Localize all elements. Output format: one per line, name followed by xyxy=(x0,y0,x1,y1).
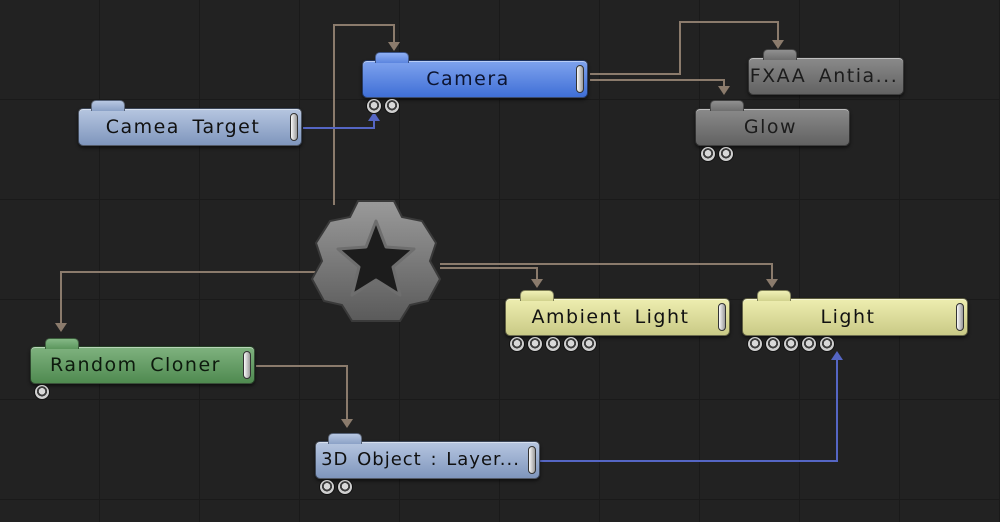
node-grip-handle[interactable] xyxy=(576,65,584,93)
input-port[interactable] xyxy=(563,336,579,352)
node-tab xyxy=(45,338,79,349)
camera-node[interactable]: Camera xyxy=(362,52,588,98)
glow-ports xyxy=(700,146,734,164)
input-port[interactable] xyxy=(34,384,50,400)
ambient-light-node[interactable]: Ambient Light xyxy=(505,290,730,336)
light-node[interactable]: Light xyxy=(742,290,968,336)
node-tab xyxy=(710,100,744,111)
node-grip-handle[interactable] xyxy=(290,113,298,141)
input-port[interactable] xyxy=(783,336,799,352)
object-layer-node[interactable]: 3D Object : Layer... xyxy=(315,433,540,479)
glow-node[interactable]: Glow xyxy=(695,100,850,146)
arrow-fxaa xyxy=(772,40,784,49)
input-port[interactable] xyxy=(509,336,525,352)
random-cloner-ports xyxy=(34,384,50,402)
arrow-ambient xyxy=(531,279,543,288)
ambient-light-ports xyxy=(509,336,597,354)
light-ports xyxy=(747,336,835,354)
camera-ports xyxy=(366,98,400,116)
node-label: Camera xyxy=(426,68,510,90)
input-port[interactable] xyxy=(819,336,835,352)
input-port[interactable] xyxy=(718,146,734,162)
node-grip-handle[interactable] xyxy=(243,351,251,379)
wire-root-to-ambient xyxy=(440,267,538,280)
node-tab xyxy=(328,433,362,444)
input-port[interactable] xyxy=(384,98,400,114)
input-port[interactable] xyxy=(747,336,763,352)
node-label: Ambient Light xyxy=(531,306,690,328)
node-label: 3D Object : Layer... xyxy=(321,449,520,470)
arrow-cloner xyxy=(55,323,67,332)
wire-root-to-light xyxy=(440,263,773,280)
input-port[interactable] xyxy=(765,336,781,352)
link-object-to-light xyxy=(540,357,838,462)
input-port[interactable] xyxy=(366,98,382,114)
node-label: Glow xyxy=(743,116,798,138)
input-port[interactable] xyxy=(581,336,597,352)
fxaa-node[interactable]: FXAA Antia... xyxy=(748,49,904,95)
arrow-glow xyxy=(718,86,730,95)
arrow-object xyxy=(341,419,353,428)
node-grip-handle[interactable] xyxy=(956,303,964,331)
random-cloner-node[interactable]: Random Cloner xyxy=(30,338,255,384)
object-layer-ports xyxy=(319,479,353,497)
input-port[interactable] xyxy=(319,479,335,495)
node-label: Camea Target xyxy=(105,116,261,138)
node-label: FXAA Antia... xyxy=(749,65,899,87)
input-port[interactable] xyxy=(801,336,817,352)
node-tab xyxy=(763,49,797,60)
wire-cloner-to-object xyxy=(256,365,348,420)
node-tab xyxy=(520,290,554,301)
link-target-to-camera xyxy=(303,118,375,129)
node-grip-handle[interactable] xyxy=(528,446,536,474)
arrow-camera xyxy=(388,42,400,51)
input-port[interactable] xyxy=(700,146,716,162)
camera-target-node[interactable]: Camea Target xyxy=(78,100,302,146)
input-port[interactable] xyxy=(527,336,543,352)
node-tab xyxy=(91,100,125,111)
wire-root-to-cloner xyxy=(60,271,320,324)
input-port[interactable] xyxy=(337,479,353,495)
node-tab xyxy=(757,290,791,301)
input-port[interactable] xyxy=(545,336,561,352)
arrow-light xyxy=(766,279,778,288)
star-gear-icon[interactable] xyxy=(306,195,446,327)
node-grip-handle[interactable] xyxy=(718,303,726,331)
node-label: Light xyxy=(820,306,876,328)
node-label: Random Cloner xyxy=(50,354,221,376)
node-tab xyxy=(375,52,409,63)
wire-camera-to-glow xyxy=(590,79,725,88)
